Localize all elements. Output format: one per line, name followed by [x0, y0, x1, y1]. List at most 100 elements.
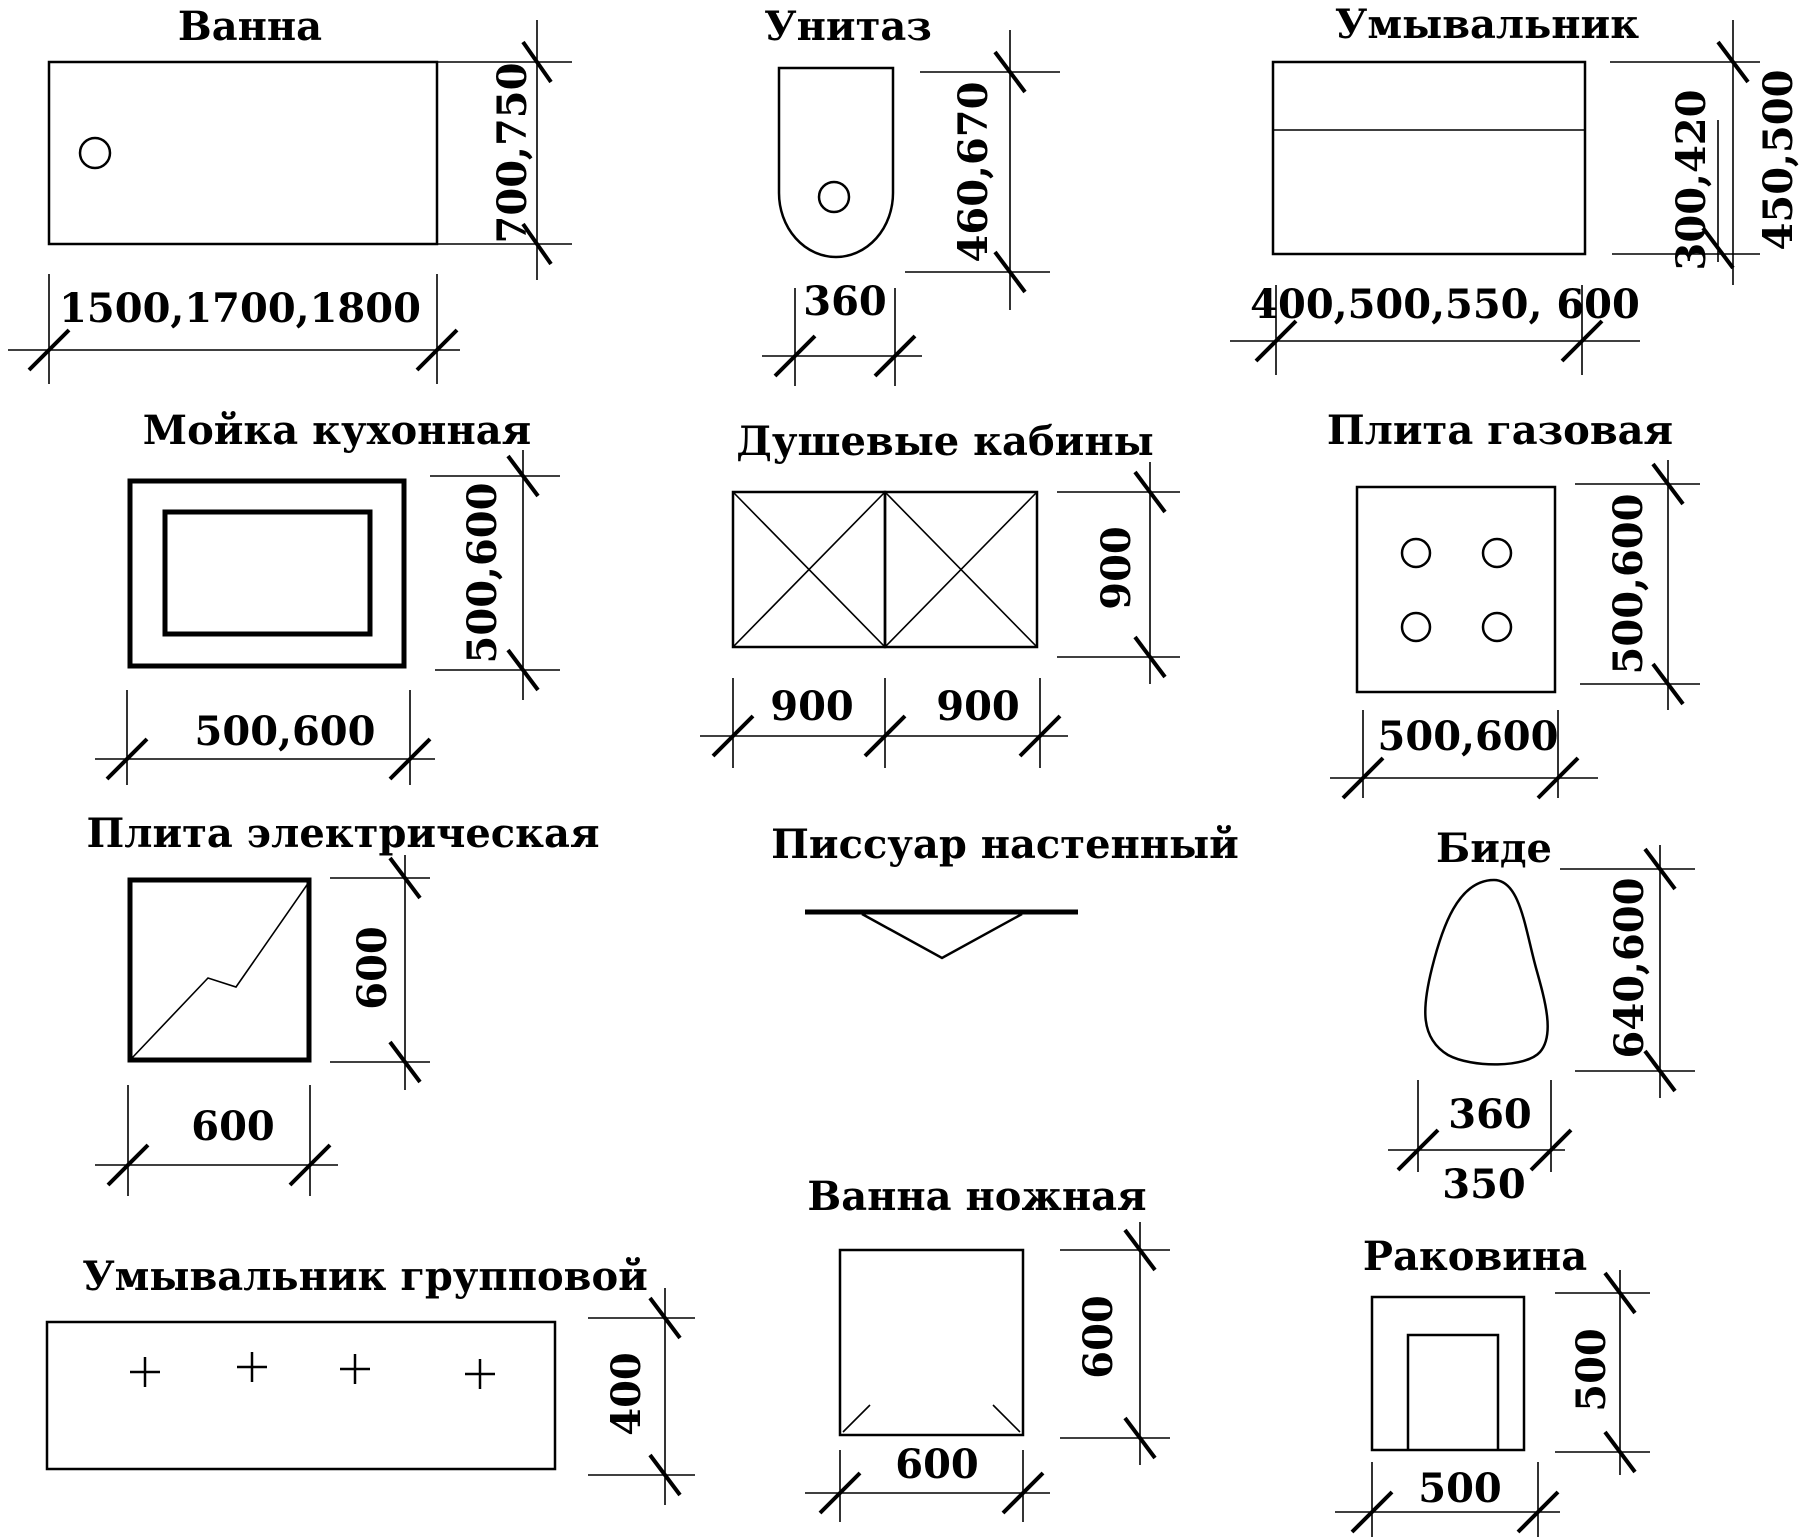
- bathtub-width-label: 1500,1700,1800: [59, 285, 421, 332]
- toilet-depth-label: 460,670: [950, 82, 997, 263]
- electric-stove-width-label: 600: [191, 1103, 275, 1150]
- washbasin-outer-depth-label: 450,500: [1755, 70, 1802, 251]
- sink-depth-tick-top: [1603, 1271, 1637, 1315]
- shower-cabins-depth-tick-top: [1133, 470, 1167, 514]
- foot-bath-title: Ванна ножная: [807, 1173, 1146, 1220]
- gas-stove-depth-label: 500,600: [1605, 494, 1652, 675]
- bidet-width-bottom-label: 350: [1442, 1161, 1526, 1208]
- group-washbasin-tap-3: [340, 1354, 370, 1384]
- kitchen-sink-width-label: 500,600: [195, 708, 376, 755]
- shower-cabins-width-tick-right: [1018, 714, 1062, 758]
- bidet-depth-label: 640,600: [1606, 878, 1653, 1059]
- electric-stove-depth-tick-top: [388, 856, 422, 900]
- foot-bath-depth-label: 600: [1075, 1295, 1122, 1379]
- foot-bath-corner-left: [842, 1404, 871, 1433]
- electric-stove-depth-label: 600: [349, 926, 396, 1010]
- sink-width-label: 500: [1418, 1465, 1502, 1512]
- shower-cabins-depth-label: 900: [1093, 526, 1140, 610]
- electric-stove-width-tick-left: [106, 1143, 150, 1187]
- kitchen-sink-depth-label: 500,600: [459, 483, 506, 664]
- sink-group: Раковина 500 500: [1335, 1233, 1650, 1537]
- urinal-bowl: [861, 912, 1023, 960]
- bidet-width-tick-right: [1529, 1128, 1573, 1172]
- washbasin-outer-depth-tick-top: [1716, 40, 1750, 84]
- sink-depth-tick-bottom: [1603, 1430, 1637, 1474]
- foot-bath-depth-tick-top: [1123, 1228, 1157, 1272]
- toilet-drain: [817, 180, 851, 214]
- kitchen-sink-depth-tick-bottom: [506, 648, 540, 692]
- gas-stove-burner-1: [1400, 537, 1432, 569]
- toilet-title: Унитаз: [764, 3, 932, 50]
- group-washbasin-tap-2: [237, 1352, 267, 1382]
- toilet-outline: [777, 66, 895, 259]
- shower-cabins-width-tick-mid: [863, 714, 907, 758]
- kitchen-sink-title: Мойка кухонная: [143, 407, 531, 454]
- washbasin-group: Умывальник 300,420 450,500 400,500,550, …: [1230, 1, 1802, 375]
- electric-stove-depth-tick-bottom: [388, 1040, 422, 1084]
- group-washbasin-depth-tick-top: [648, 1296, 682, 1340]
- gas-stove-depth-tick-bottom: [1651, 662, 1685, 706]
- kitchen-sink-width-tick-right: [388, 737, 432, 781]
- bathtub-depth-tick-top: [521, 40, 553, 84]
- electric-stove-group: Плита электрическая 600 600: [86, 810, 600, 1196]
- group-washbasin-tap-1: [130, 1357, 160, 1387]
- shower-cabin-1-diagonal-b: [732, 491, 886, 648]
- group-washbasin-depth-tick-bottom: [648, 1453, 682, 1497]
- kitchen-sink-outline: [127, 478, 407, 669]
- foot-bath-group: Ванна ножная 600 600: [805, 1173, 1170, 1522]
- gas-stove-burner-4: [1481, 611, 1513, 643]
- gas-stove-width-label: 500,600: [1378, 713, 1559, 760]
- sink-basin: [1406, 1333, 1500, 1450]
- toilet-depth-tick-bottom: [993, 250, 1027, 294]
- toilet-depth-tick-top: [993, 50, 1027, 94]
- bidet-width-top-label: 360: [1448, 1091, 1532, 1138]
- washbasin-title: Умывальник: [1335, 1, 1639, 48]
- bidet-width-tick-left: [1396, 1128, 1440, 1172]
- foot-bath-width-tick-right: [1001, 1471, 1045, 1515]
- shower-cabins-title: Душевые кабины: [736, 418, 1153, 465]
- shower-cabins-width-label-2: 900: [936, 683, 1020, 730]
- electric-stove-outline: [127, 877, 312, 1063]
- gas-stove-width-tick-right: [1536, 756, 1580, 800]
- bathtub-outline: [47, 60, 439, 246]
- bidet-depth-tick-bottom: [1643, 1049, 1677, 1093]
- bathtub-drain: [78, 136, 112, 170]
- washbasin-inner-depth-tick: [1701, 226, 1735, 270]
- bathtub-depth-tick-bottom: [521, 222, 553, 266]
- bidet-outline: [1424, 878, 1549, 1066]
- shower-cabins-width-tick-left: [711, 714, 755, 758]
- group-washbasin-depth-label: 400: [603, 1352, 650, 1436]
- bidet-title: Биде: [1436, 825, 1552, 872]
- bathtub-group: Ванна 700,750 1500,1700,1800: [8, 3, 572, 384]
- gas-stove-burner-2: [1481, 537, 1513, 569]
- shower-cabins-depth-tick-bottom: [1133, 635, 1167, 679]
- shower-cabins-width-label-1: 900: [770, 683, 854, 730]
- group-washbasin-group: Умывальник групповой 400: [45, 1253, 695, 1505]
- shower-cabins-group: Душевые кабины 900 900 900: [700, 418, 1180, 768]
- gas-stove-burner-3: [1400, 611, 1432, 643]
- urinal-group: Писсуар настенный: [771, 821, 1239, 960]
- washbasin-width-tick-left: [1254, 319, 1298, 363]
- bathtub-width-tick-left: [27, 328, 71, 372]
- toilet-width-tick-left: [773, 334, 817, 378]
- washbasin-outline: [1271, 60, 1587, 256]
- toilet-width-tick-right: [873, 334, 917, 378]
- urinal-title: Писсуар настенный: [771, 821, 1239, 868]
- gas-stove-depth-tick-top: [1651, 462, 1685, 506]
- electric-stove-width-tick-right: [288, 1143, 332, 1187]
- gas-stove-group: Плита газовая 500,600 500,600: [1327, 407, 1700, 800]
- kitchen-sink-depth-tick-top: [506, 454, 540, 498]
- bathtub-width-tick-right: [415, 328, 459, 372]
- bathtub-title: Ванна: [178, 3, 322, 50]
- kitchen-sink-group: Мойка кухонная 500,600 500,600: [95, 407, 560, 785]
- foot-bath-width-label: 600: [895, 1441, 979, 1488]
- bathtub-depth-label: 700,750: [489, 63, 536, 244]
- group-washbasin-title: Умывальник групповой: [82, 1253, 648, 1300]
- gas-stove-title: Плита газовая: [1327, 407, 1673, 454]
- foot-bath-corner-right: [992, 1404, 1021, 1433]
- sink-depth-label: 500: [1568, 1328, 1615, 1412]
- shower-cabin-2: [883, 490, 1039, 649]
- sink-title: Раковина: [1363, 1233, 1587, 1280]
- kitchen-sink-width-tick-left: [105, 737, 149, 781]
